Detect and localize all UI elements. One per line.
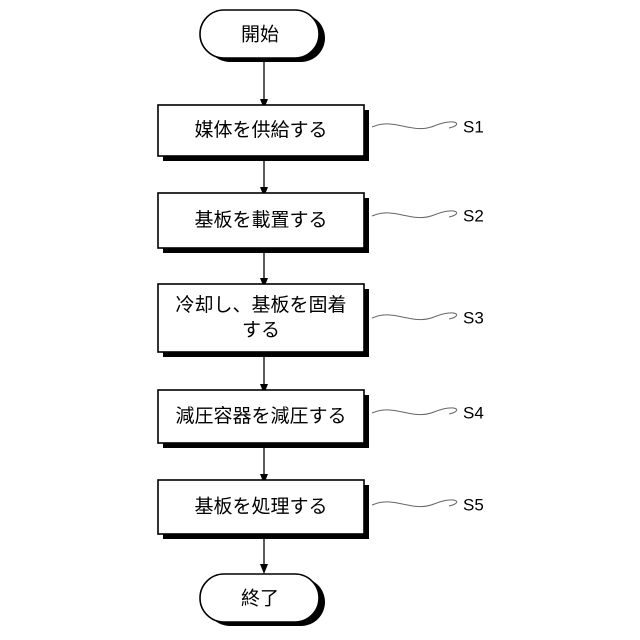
leader-line	[372, 122, 457, 129]
leader-line	[372, 408, 457, 415]
process-step-2: 基板を載置する S2	[158, 193, 484, 253]
start-terminator: 開始	[200, 10, 325, 62]
process-step-text: 減圧容器を減圧する	[175, 405, 346, 427]
step-label-s3: S3	[463, 308, 484, 327]
leader-line	[372, 313, 457, 320]
process-step-text: 基板を処理する	[194, 496, 327, 518]
start-label: 開始	[241, 24, 279, 46]
process-steps: 媒体を供給する S1 基板を載置する S2 冷却し、基板を固着する S3 減圧容器を減圧する…	[158, 105, 484, 539]
end-label: 終了	[241, 588, 279, 610]
step-label-s2: S2	[463, 206, 484, 225]
process-step-5: 基板を処理する S5	[158, 480, 484, 539]
leader-line	[372, 500, 457, 507]
process-step-4: 減圧容器を減圧する S4	[158, 390, 484, 448]
process-step-text: 冷却し、基板を固着	[175, 294, 346, 316]
process-step-text: 媒体を供給する	[194, 119, 327, 141]
process-step-1: 媒体を供給する S1	[158, 105, 484, 161]
step-label-s1: S1	[463, 117, 484, 136]
process-step-text: する	[242, 319, 280, 341]
process-step-text: 基板を載置する	[194, 209, 327, 231]
process-step-3: 冷却し、基板を固着する S3	[158, 284, 484, 357]
end-terminator: 終了	[200, 574, 325, 626]
leader-line	[372, 211, 457, 218]
step-label-s5: S5	[463, 495, 484, 514]
step-label-s4: S4	[463, 403, 484, 422]
